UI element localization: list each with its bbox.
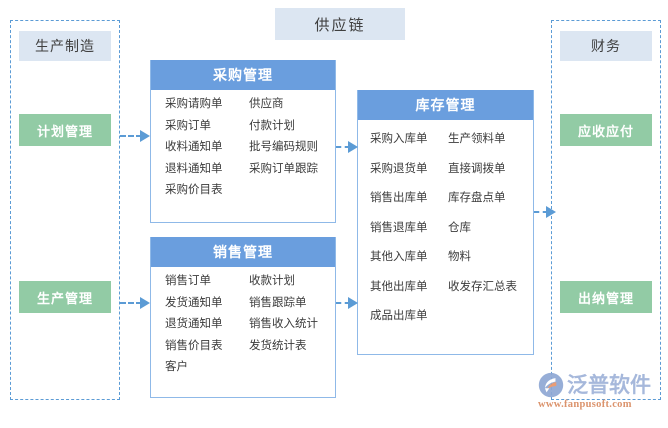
node-production-management[interactable]: 生产管理 <box>19 281 111 313</box>
arrow-head <box>348 141 358 153</box>
group-header-finance: 财务 <box>560 31 652 61</box>
arrow-shaft <box>336 146 350 148</box>
list-item[interactable]: 退料通知单 <box>165 162 223 175</box>
list-item[interactable]: 采购订单 <box>165 119 211 132</box>
group-header-manufacturing: 生产制造 <box>19 31 111 61</box>
arrow-head <box>546 206 556 218</box>
list-item[interactable]: 退货通知单 <box>165 318 223 330</box>
list-item[interactable]: 物料 <box>448 251 471 263</box>
arrow-inventory-to-finance-icon <box>534 206 558 218</box>
arrow-production-to-sales-icon <box>120 297 152 309</box>
list-item[interactable]: 销售订单 <box>165 275 211 287</box>
list-item[interactable]: 采购请购单 <box>165 98 223 110</box>
list-item[interactable]: 采购入库单 <box>370 133 428 145</box>
card-sales-management[interactable]: 销售管理 销售订单 发货通知单 退货通知单 销售价目表 客户 收款计划 销售跟踪… <box>150 237 336 398</box>
list-item[interactable]: 收料通知单 <box>165 141 223 153</box>
card-body-purchase-management: 采购请购单 采购订单 收料通知单 退料通知单 采购价目表 供应商 付款计划 批号… <box>151 90 335 213</box>
list-item[interactable]: 其他入库单 <box>370 251 428 263</box>
list-item[interactable]: 直接调拨单 <box>448 162 506 175</box>
list-item[interactable]: 仓库 <box>448 221 471 234</box>
list-item[interactable]: 成品出库单 <box>370 310 428 322</box>
brand-watermark: 泛普软件 www.fanpusoft.com <box>538 372 664 420</box>
arrow-plan-to-purchase-icon <box>120 130 152 142</box>
card-body-sales-management: 销售订单 发货通知单 退货通知单 销售价目表 客户 收款计划 销售跟踪单 销售收… <box>151 267 335 390</box>
list-item[interactable]: 收款计划 <box>249 275 295 287</box>
card-column-left: 销售订单 发货通知单 退货通知单 销售价目表 客户 <box>165 275 249 384</box>
card-title-sales-management: 销售管理 <box>151 237 335 267</box>
list-item[interactable]: 生产领料单 <box>448 133 506 145</box>
arrow-shaft <box>336 302 350 304</box>
card-purchase-management[interactable]: 采购管理 采购请购单 采购订单 收料通知单 退料通知单 采购价目表 供应商 付款… <box>150 60 336 223</box>
list-item[interactable]: 销售价目表 <box>165 339 223 352</box>
manufacturing-group-frame <box>10 20 120 400</box>
arrow-head <box>140 297 150 309</box>
list-item[interactable]: 供应商 <box>249 98 284 110</box>
card-column-right: 收款计划 销售跟踪单 销售收入统计 发货统计表 <box>249 275 318 384</box>
list-item[interactable]: 采购订单跟踪 <box>249 162 318 175</box>
arrow-purchase-to-inventory-icon <box>336 141 360 153</box>
list-item[interactable]: 发货统计表 <box>249 339 307 352</box>
arrow-head <box>348 297 358 309</box>
list-item[interactable]: 客户 <box>165 361 188 373</box>
list-item[interactable]: 库存盘点单 <box>448 192 506 204</box>
arrow-shaft <box>120 135 142 137</box>
arrow-sales-to-inventory-icon <box>336 297 360 309</box>
card-column-right: 生产领料单 直接调拨单 库存盘点单 仓库 物料 收发存汇总表 <box>448 133 517 341</box>
brand-url: www.fanpusoft.com <box>538 399 632 410</box>
list-item[interactable]: 收发存汇总表 <box>448 280 517 293</box>
node-plan-management[interactable]: 计划管理 <box>19 114 111 146</box>
arrow-shaft <box>120 302 142 304</box>
list-item[interactable]: 销售退库单 <box>370 221 428 234</box>
list-item[interactable]: 销售收入统计 <box>249 318 318 330</box>
arrow-head <box>140 130 150 142</box>
list-item[interactable]: 批号编码规则 <box>249 141 318 153</box>
card-column-right: 供应商 付款计划 批号编码规则 采购订单跟踪 <box>249 98 318 207</box>
card-body-inventory-management: 采购入库单 采购退货单 销售出库单 销售退库单 其他入库单 其他出库单 成品出库… <box>358 120 533 347</box>
list-item[interactable]: 销售出库单 <box>370 192 428 204</box>
brand-row: 泛普软件 <box>538 372 664 398</box>
node-cashier-management[interactable]: 出纳管理 <box>560 281 652 313</box>
card-column-left: 采购请购单 采购订单 收料通知单 退料通知单 采购价目表 <box>165 98 249 207</box>
list-item[interactable]: 付款计划 <box>249 119 295 132</box>
list-item[interactable]: 销售跟踪单 <box>249 296 307 309</box>
list-item[interactable]: 发货通知单 <box>165 296 223 309</box>
list-item[interactable]: 采购退货单 <box>370 162 428 175</box>
list-item[interactable]: 其他出库单 <box>370 280 428 293</box>
brand-name: 泛普软件 <box>567 372 651 397</box>
card-column-left: 采购入库单 采购退货单 销售出库单 销售退库单 其他入库单 其他出库单 成品出库… <box>370 133 448 341</box>
diagram-title: 供应链 <box>275 8 405 40</box>
card-title-inventory-management: 库存管理 <box>358 90 533 120</box>
card-inventory-management[interactable]: 库存管理 采购入库单 采购退货单 销售出库单 销售退库单 其他入库单 其他出库单… <box>357 90 534 355</box>
finance-group-frame <box>551 20 661 400</box>
list-item[interactable]: 采购价目表 <box>165 184 223 196</box>
node-receivable-payable[interactable]: 应收应付 <box>560 114 652 146</box>
fanpu-logo-icon <box>538 372 564 398</box>
arrow-shaft <box>534 211 548 213</box>
card-title-purchase-management: 采购管理 <box>151 60 335 90</box>
